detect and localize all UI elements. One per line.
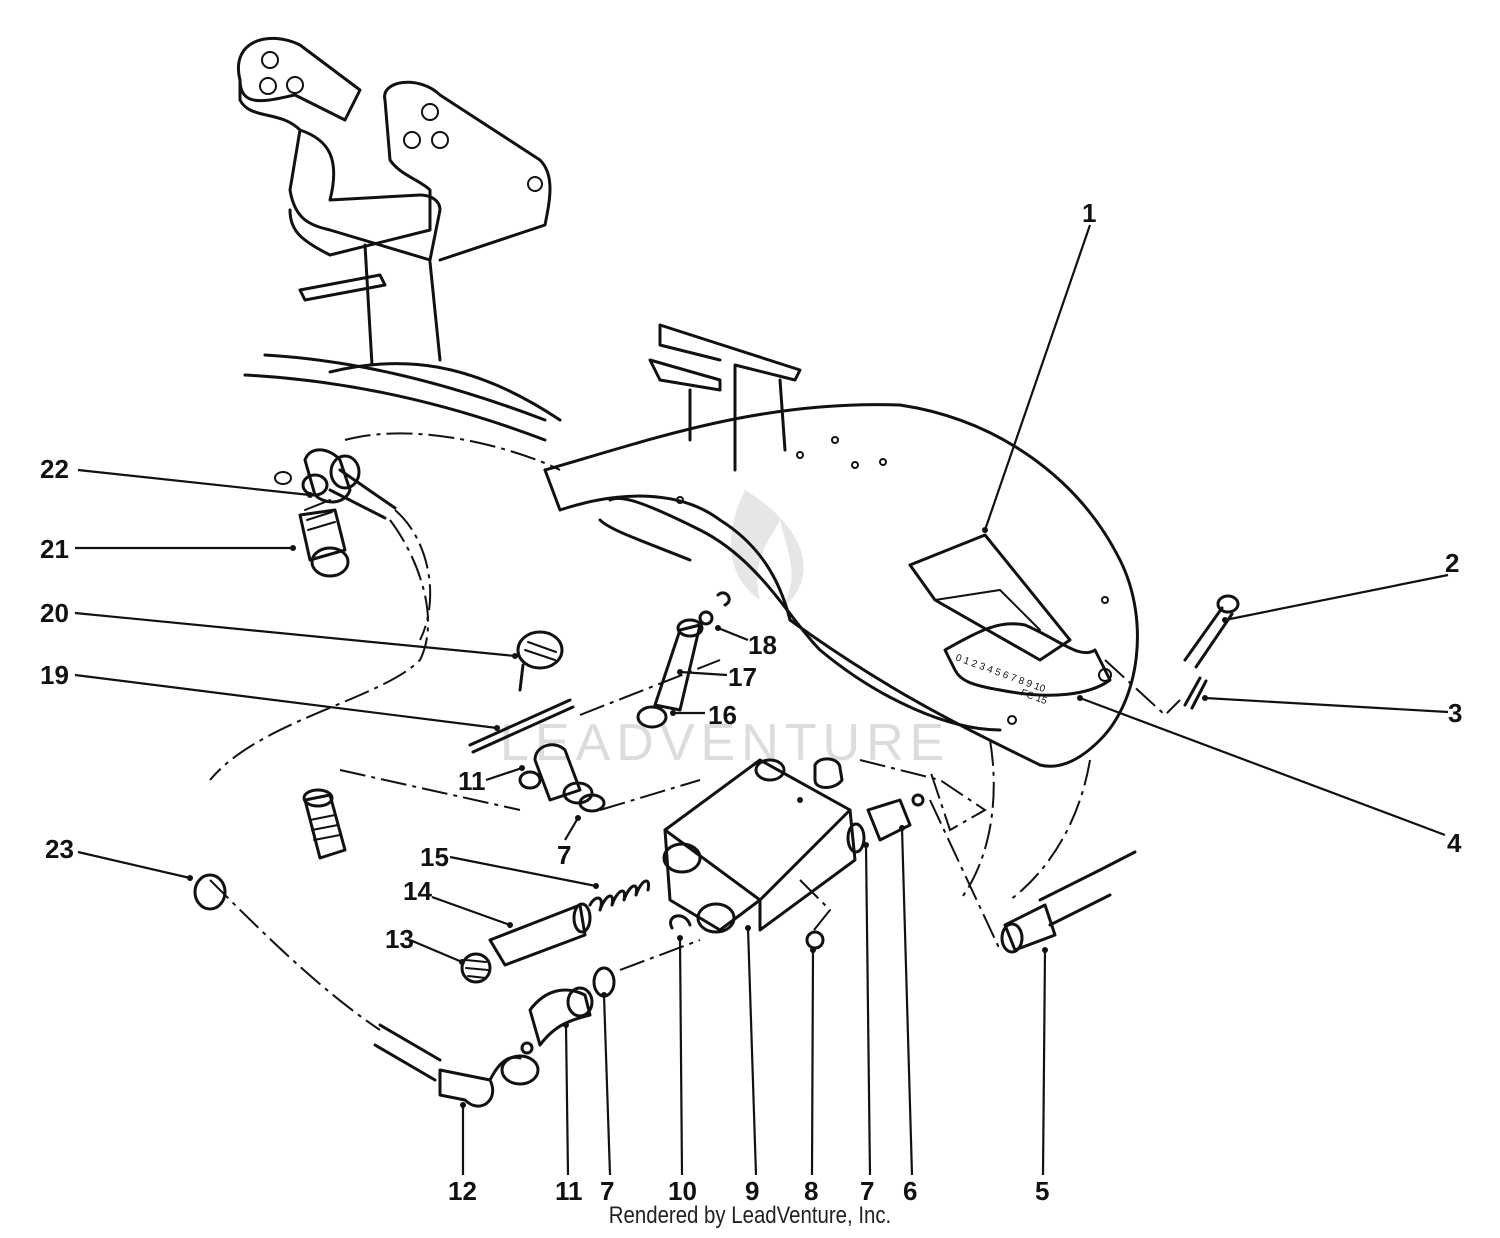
callout-11-upper: 11 <box>458 766 486 796</box>
callout-leaders <box>74 224 1449 1176</box>
callout-10: 10 <box>668 1176 697 1206</box>
callout-16: 16 <box>708 700 737 730</box>
hose-fitting-part-5 <box>1000 903 1057 954</box>
plug-part-13 <box>460 952 492 984</box>
retaining-ring-part-10 <box>669 914 692 930</box>
callout-9: 9 <box>745 1176 759 1206</box>
spool-part-14 <box>488 902 592 967</box>
callout-13: 13 <box>385 924 414 954</box>
callout-14: 14 <box>403 876 432 906</box>
callout-2: 2 <box>1445 548 1459 578</box>
callout-6: 6 <box>903 1176 917 1206</box>
callout-18: 18 <box>748 630 777 660</box>
fitting-part-6 <box>846 793 925 854</box>
callout-11-lower: 11 <box>555 1176 583 1206</box>
elbow-fitting-11-lower <box>520 986 594 1055</box>
callout-7-upper: 7 <box>557 840 571 870</box>
hose-fitting-part-12 <box>438 1054 540 1108</box>
attribution-footer: Rendered by LeadVenture, Inc. <box>608 1202 892 1229</box>
callout-7-lower: 7 <box>600 1176 614 1206</box>
hose-upper-left <box>328 468 432 641</box>
callout-15: 15 <box>420 842 449 872</box>
callout-8: 8 <box>804 1176 818 1206</box>
hose-lower <box>209 879 442 1082</box>
callout-5: 5 <box>1035 1176 1049 1206</box>
knob-part-20 <box>516 630 564 692</box>
bolt-part-2 <box>1183 594 1240 669</box>
callout-19: 19 <box>40 660 69 690</box>
valve-body-part-9 <box>662 757 857 934</box>
lower-guide-line <box>619 939 701 971</box>
pin-guide-line <box>1104 659 1181 717</box>
valve-spool-16-17-18 <box>636 591 731 729</box>
callout-20: 20 <box>40 598 69 628</box>
callout-12: 12 <box>448 1176 477 1206</box>
callout-4: 4 <box>1447 828 1462 858</box>
callout-21: 21 <box>40 534 69 564</box>
callout-labels: 1 2 3 4 5 6 7 8 9 10 7 11 12 13 14 15 16… <box>40 198 1462 1206</box>
frame-assembly <box>209 323 1139 901</box>
callout-17: 17 <box>728 662 757 692</box>
callout-7-right: 7 <box>860 1176 874 1206</box>
callout-1: 1 <box>1082 198 1096 228</box>
spring-part-15 <box>588 879 651 912</box>
callout-23: 23 <box>45 834 74 864</box>
adapter-fitting-left <box>302 788 347 860</box>
callout-3: 3 <box>1448 698 1462 728</box>
elbow-fittings-21-22 <box>274 448 361 578</box>
hose-right <box>929 799 1137 951</box>
rod-part-19 <box>468 659 721 754</box>
decal-and-scale-plate: 0 1 2 3 4 5 6 7 8 9 10 FC 15 <box>908 533 1112 707</box>
callout-22: 22 <box>40 454 69 484</box>
oring-part-7-lower <box>592 966 616 998</box>
pin-part-3 <box>1183 676 1208 710</box>
seat-bracket <box>236 36 552 367</box>
elbow-fitting-11-upper <box>339 743 701 813</box>
ring-part-23 <box>193 873 227 911</box>
